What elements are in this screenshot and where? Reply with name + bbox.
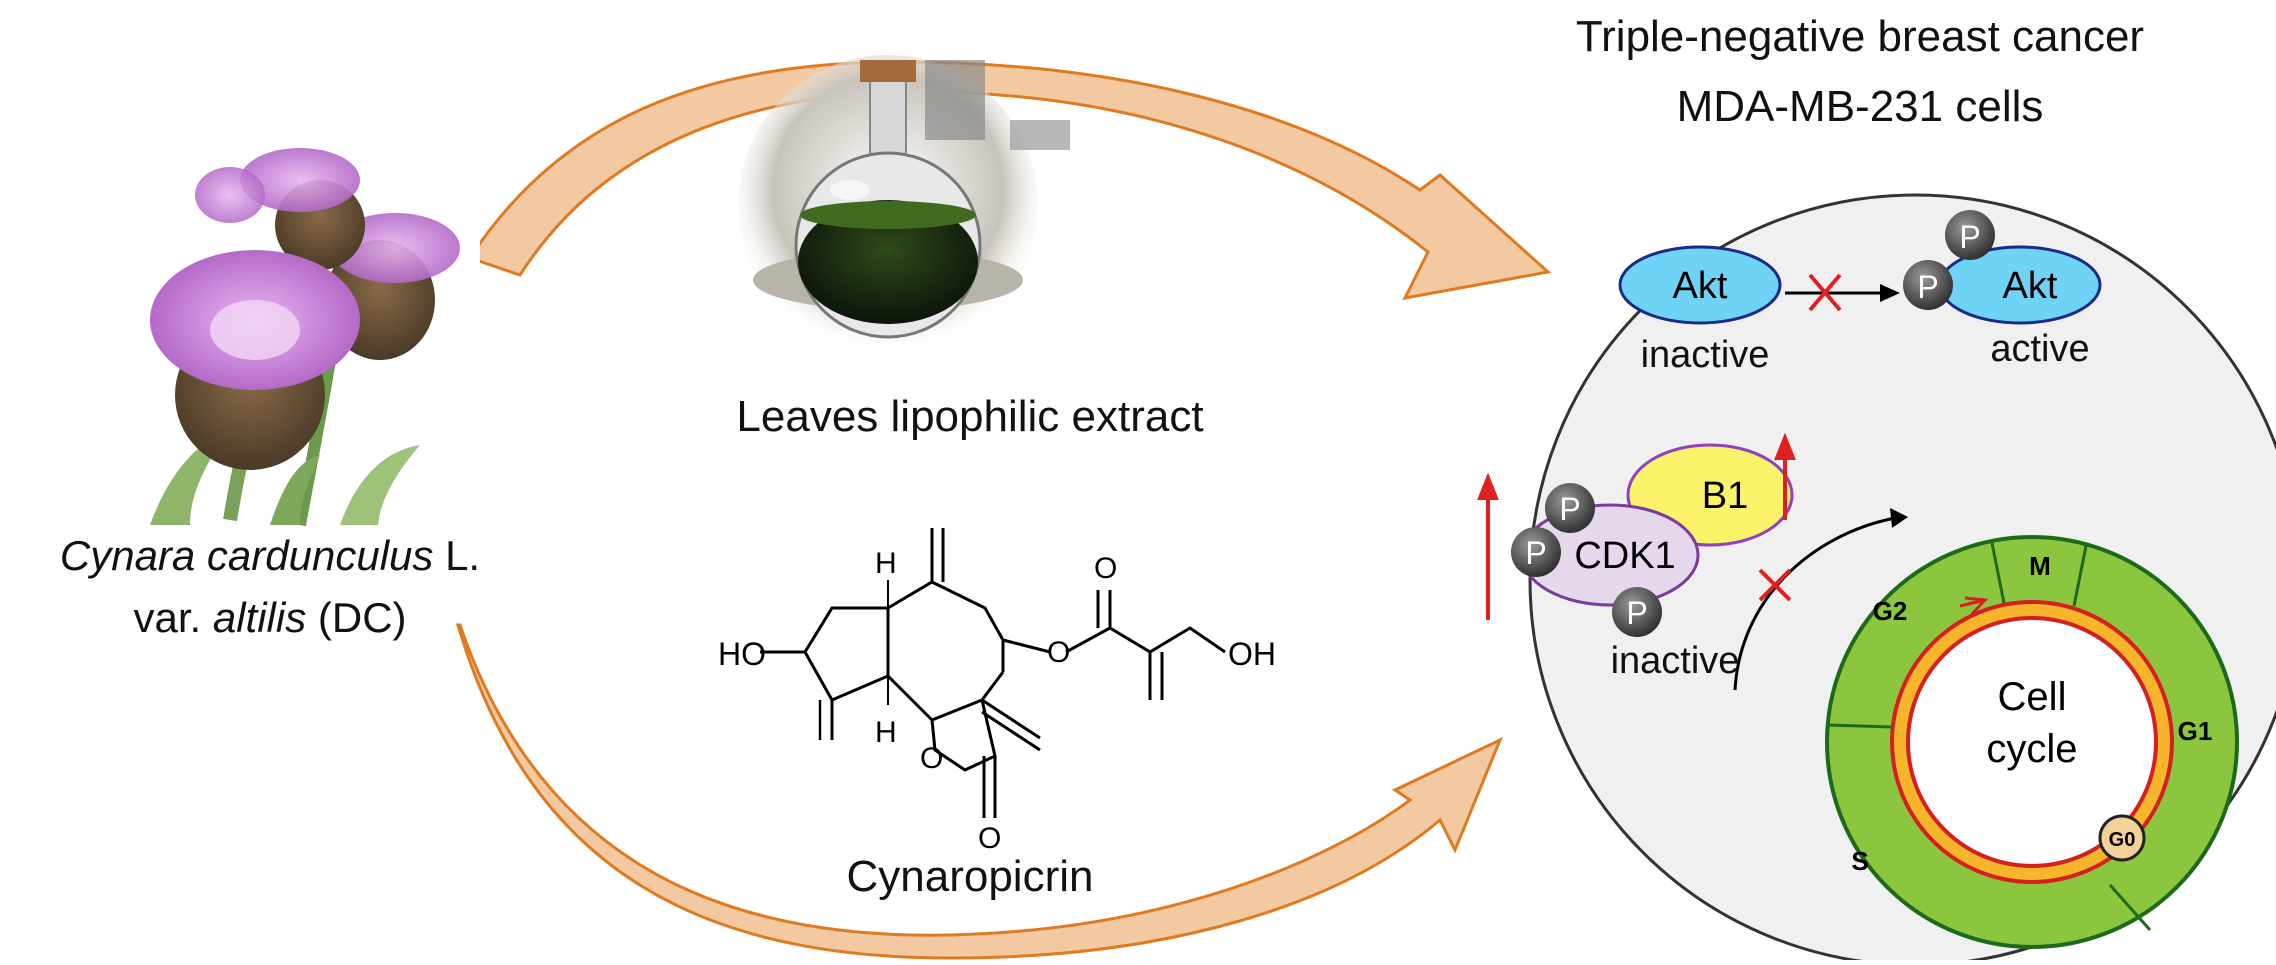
cdk1-inactive-state: inactive xyxy=(1610,640,1740,682)
phospho-badges xyxy=(1511,210,1995,637)
atom-h-bottom: H xyxy=(875,716,897,749)
cdk1-label: CDK1 xyxy=(1574,535,1675,577)
variety-name: altilis xyxy=(212,594,307,641)
thistle-flower-icon xyxy=(130,148,480,527)
compound-label: Cynaropicrin xyxy=(846,852,1094,901)
bottom-curved-arrow xyxy=(455,623,1503,960)
phase-g1-label: G1 xyxy=(2178,716,2213,746)
akt-inactive-node xyxy=(1618,245,1782,325)
phase-g0-label: G0 xyxy=(2109,829,2136,851)
atom-o-carbonyl: O xyxy=(1094,552,1117,585)
round-bottom-flask-icon xyxy=(738,55,1070,355)
phase-m-label: M xyxy=(2029,551,2051,581)
phospho-label: P xyxy=(1626,595,1647,631)
atom-h-top: H xyxy=(875,547,897,580)
cyclin-label: B1 xyxy=(1702,475,1748,517)
header-line1: Triple-negative breast cancer xyxy=(1575,12,2145,61)
cell-cycle-wheel xyxy=(1825,535,2239,949)
akt-inactive-state: inactive xyxy=(1640,334,1770,376)
phase-g2-label: G2 xyxy=(1873,596,1908,626)
atom-o-ring: O xyxy=(920,742,943,775)
phospho-label: P xyxy=(1917,269,1938,305)
upregulation-arrows xyxy=(1477,432,1796,620)
species-author: L. xyxy=(445,532,481,579)
extract-label: Leaves lipophilic extract xyxy=(736,392,1204,441)
akt-activation-arrow xyxy=(1785,273,1900,312)
atom-o-ester: O xyxy=(1047,636,1070,669)
phospho-label: P xyxy=(1525,535,1546,571)
cycle-center-line1: Cell xyxy=(1998,675,2067,719)
akt-inactive-label: Akt xyxy=(1673,265,1728,307)
cycle-center-line2: cycle xyxy=(1986,727,2077,771)
phospho-label: P xyxy=(1959,219,1980,255)
phospho-label: P xyxy=(1559,491,1580,527)
cycle-progression-arrow xyxy=(1733,508,1908,691)
atom-oh: OH xyxy=(1228,636,1276,672)
phase-s-label: S xyxy=(1851,846,1868,876)
var-prefix: var. xyxy=(133,594,202,641)
cynaropicrin-structure xyxy=(760,528,1226,818)
atom-ho: HO xyxy=(718,636,766,672)
akt-active-label: Akt xyxy=(2003,265,2058,307)
svg-labels: Akt Akt P P P P P B1 CDK1 Cell cycle M G… xyxy=(718,219,2212,876)
genus-species: Cynara cardunculus xyxy=(59,532,434,579)
species-line1: Cynara cardunculus L. xyxy=(10,532,530,580)
species-line2: var. altilis (DC) xyxy=(10,594,530,642)
variety-author: (DC) xyxy=(317,594,407,641)
header-line2: MDA-MB-231 cells xyxy=(1676,82,2044,131)
atom-o-lactone: O xyxy=(978,822,1001,855)
akt-active-state: active xyxy=(1990,328,2090,370)
